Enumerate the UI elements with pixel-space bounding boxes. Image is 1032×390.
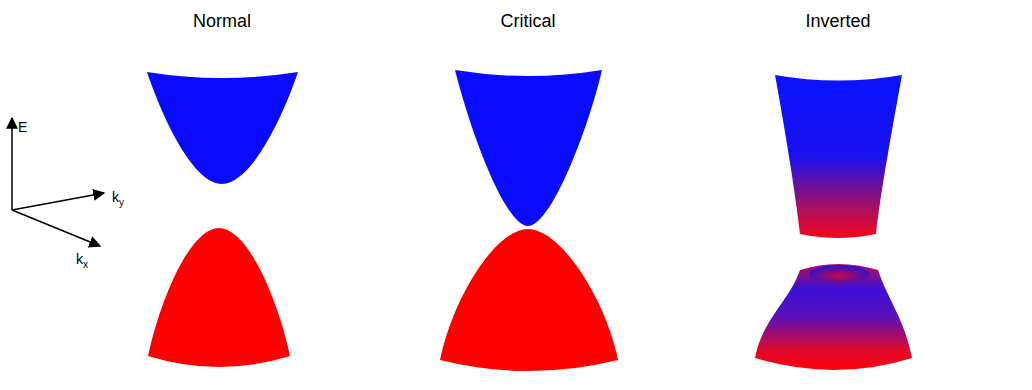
axis-label: kx — [76, 252, 88, 270]
normal-bands — [147, 72, 298, 367]
panel-title: Normal — [193, 12, 251, 30]
critical-bands — [440, 70, 618, 371]
panel-title: Inverted — [805, 12, 870, 30]
axis-label: E — [18, 120, 27, 134]
axes — [12, 118, 104, 246]
inverted-bands — [755, 75, 912, 370]
axis-label: ky — [112, 190, 124, 208]
panel-title: Critical — [500, 12, 555, 30]
